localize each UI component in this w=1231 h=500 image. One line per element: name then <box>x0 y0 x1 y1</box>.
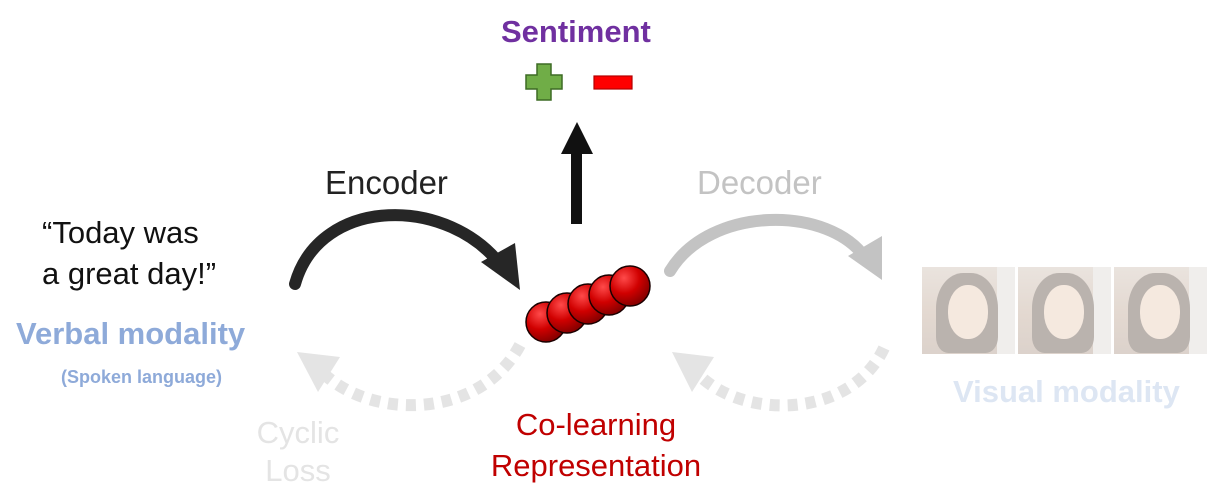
sentiment-arrow <box>561 122 593 224</box>
encoder-arrow <box>289 209 520 290</box>
sentiment-title: Sentiment <box>501 14 651 49</box>
quote-line-1: “Today was <box>42 215 199 250</box>
representation-node <box>609 265 651 307</box>
video-frame <box>1114 267 1207 354</box>
video-frame <box>1018 267 1111 354</box>
representation-line-2: Representation <box>490 448 702 483</box>
minus-icon <box>593 75 633 90</box>
decoder-label: Decoder <box>697 164 822 201</box>
video-frame <box>922 267 1015 354</box>
plus-icon <box>525 63 563 101</box>
representation-line-1: Co-learning <box>515 407 677 442</box>
representation-label: Co-learning Representation <box>466 404 726 486</box>
verbal-modality-title: Verbal modality <box>16 316 246 351</box>
video-frames <box>922 267 1207 354</box>
decoder-arrow <box>664 213 882 280</box>
verbal-modality-subtitle: (Spoken language) <box>61 367 223 387</box>
quote-line-2: a great day!” <box>42 256 217 291</box>
verbal-quote: “Today was a great day!” <box>42 212 216 294</box>
cyclic-line-2: Loss <box>265 453 331 488</box>
cyclic-loss-label: Cyclic Loss <box>248 414 348 490</box>
cyclic-line-1: Cyclic <box>256 415 340 450</box>
visual-modality-title: Visual modality <box>953 374 1180 409</box>
encoder-label: Encoder <box>325 164 448 201</box>
cyclic-arrow-left <box>297 342 526 412</box>
representation-nodes <box>525 265 651 343</box>
cyclic-arrow-right <box>672 345 890 412</box>
